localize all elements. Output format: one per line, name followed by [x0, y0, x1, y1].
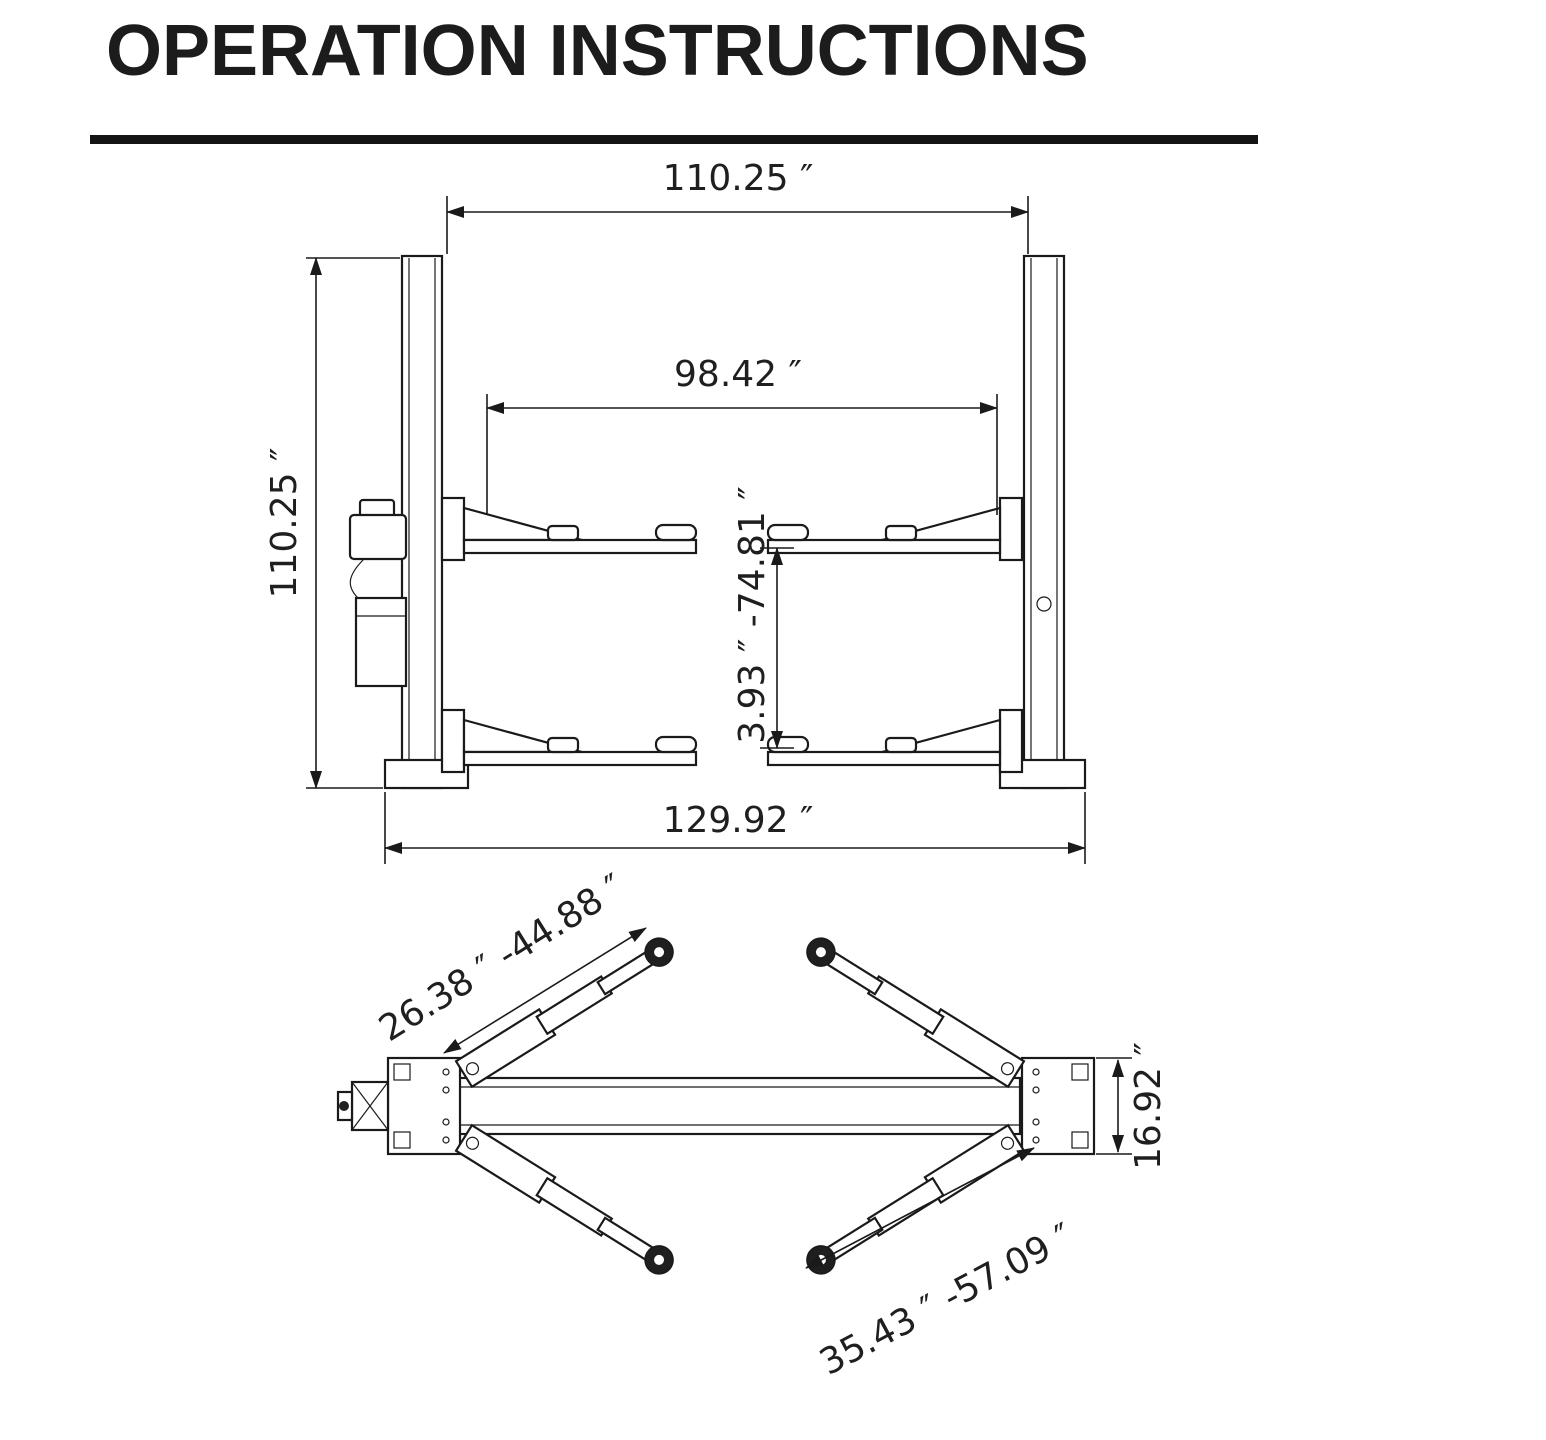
dim-label-front-arm-reach: 26.38 ″ -44.88 ″ — [372, 867, 631, 1050]
dim-top-width: 110.25 ″ — [446, 158, 1029, 254]
lift-arm-lower-left — [440, 708, 698, 774]
post-hole — [1036, 596, 1052, 612]
lift-arm-lower-right — [766, 708, 1024, 774]
dim-label-pad-height-range: 3.93 ″ -74.81 ″ — [732, 486, 773, 743]
plan-left-post — [386, 1056, 462, 1156]
plan-power-unit — [336, 1080, 390, 1132]
plan-view: 26.38 ″ -44.88 ″ 16.92 ″ 35.43 ″ -57.09 … — [336, 867, 1169, 1384]
plan-right-post — [1020, 1056, 1096, 1156]
dim-arm-spread: 98.42 ″ — [486, 354, 998, 515]
dim-label-base-width: 129.92 ″ — [663, 800, 814, 841]
dim-label-post-depth: 16.92 ″ — [1128, 1042, 1169, 1170]
dim-label-top-width: 110.25 ″ — [663, 158, 814, 199]
front-view: 110.25 ″ 98.42 ″ 110.25 ″ 3.9 — [264, 158, 1087, 864]
plan-arm-rear-left — [454, 1124, 680, 1282]
dim-front-arm-reach: 26.38 ″ -44.88 ″ — [372, 867, 647, 1054]
dim-pad-height-range: 3.93 ″ -74.81 ″ — [732, 486, 794, 749]
dim-overall-height: 110.25 ″ — [264, 257, 400, 789]
left-post — [400, 254, 444, 790]
right-post — [1022, 254, 1066, 790]
lift-arm-upper-left — [440, 496, 698, 562]
page-title: OPERATION INSTRUCTIONS — [106, 11, 1089, 91]
dim-base-width: 129.92 ″ — [384, 792, 1086, 864]
dim-post-depth: 16.92 ″ — [1096, 1042, 1169, 1170]
lift-arm-upper-right — [766, 496, 1024, 562]
power-unit — [348, 498, 408, 688]
dim-label-overall-height: 110.25 ″ — [264, 448, 305, 599]
plan-runway — [456, 1076, 1022, 1136]
dim-label-arm-spread: 98.42 ″ — [674, 354, 802, 395]
title-underline — [90, 135, 1258, 144]
plan-arm-front-right — [800, 930, 1026, 1088]
